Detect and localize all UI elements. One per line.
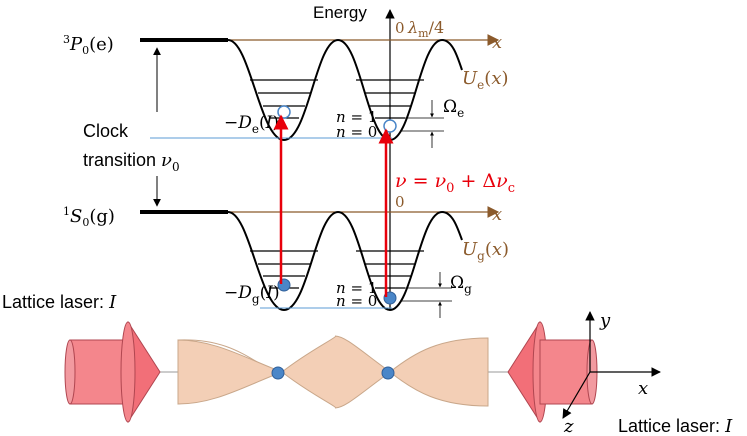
xyz-axes xyxy=(562,311,661,419)
depth-g-label: −Dg(I) xyxy=(224,283,280,306)
excited-vibrational-levels xyxy=(250,79,424,119)
excited-state-label: 3P0(e) xyxy=(63,33,114,57)
lattice-atom-right xyxy=(381,366,395,380)
x-label-mid: x xyxy=(492,204,502,225)
potential-g-label: Ug(x) xyxy=(462,239,509,263)
n0-label-excited: n = 0 xyxy=(336,123,377,141)
ground-potential-curve xyxy=(227,210,463,312)
omega-g-bracket xyxy=(400,272,452,318)
standing-wave xyxy=(177,335,489,409)
depth-e-label: −De(I) xyxy=(224,113,279,136)
omega-e-bracket xyxy=(400,100,444,148)
z-label: z xyxy=(563,416,574,436)
omega-e-label: Ωe xyxy=(443,97,464,120)
n1-label-excited: n = 1 xyxy=(336,108,377,126)
frequency-label: ν = ν0 + Δνc xyxy=(395,170,515,196)
zero-label-top: 0 xyxy=(395,19,405,37)
zero-label-mid: 0 xyxy=(395,193,405,211)
right-laser xyxy=(507,321,598,423)
potential-e-label: Ue(x) xyxy=(462,68,509,92)
omega-g-label: Ωg xyxy=(450,273,472,296)
lattice-atom-left xyxy=(271,366,285,380)
lambda-label: λm/4 xyxy=(407,18,444,40)
clock-label-line2: transition ν0 xyxy=(83,150,180,174)
z-axis xyxy=(562,371,591,419)
x-label-top: x xyxy=(492,32,502,53)
energy-label: Energy xyxy=(313,3,367,22)
laser-left-label: Lattice laser: I xyxy=(2,292,117,313)
excited-potential-curve xyxy=(227,38,463,142)
excited-potential xyxy=(140,34,500,142)
x-label-bottom: x xyxy=(638,378,648,399)
y-label: y xyxy=(599,310,611,331)
ground-potential xyxy=(140,206,500,312)
n0-label-ground: n = 0 xyxy=(336,292,377,310)
ground-state-label: 1S0(g) xyxy=(63,205,115,229)
n1-label-ground: n = 1 xyxy=(336,279,377,297)
left-laser xyxy=(64,321,161,423)
laser-right-label: Lattice laser: I xyxy=(618,416,733,436)
clock-label-line1: Clock xyxy=(83,121,129,141)
